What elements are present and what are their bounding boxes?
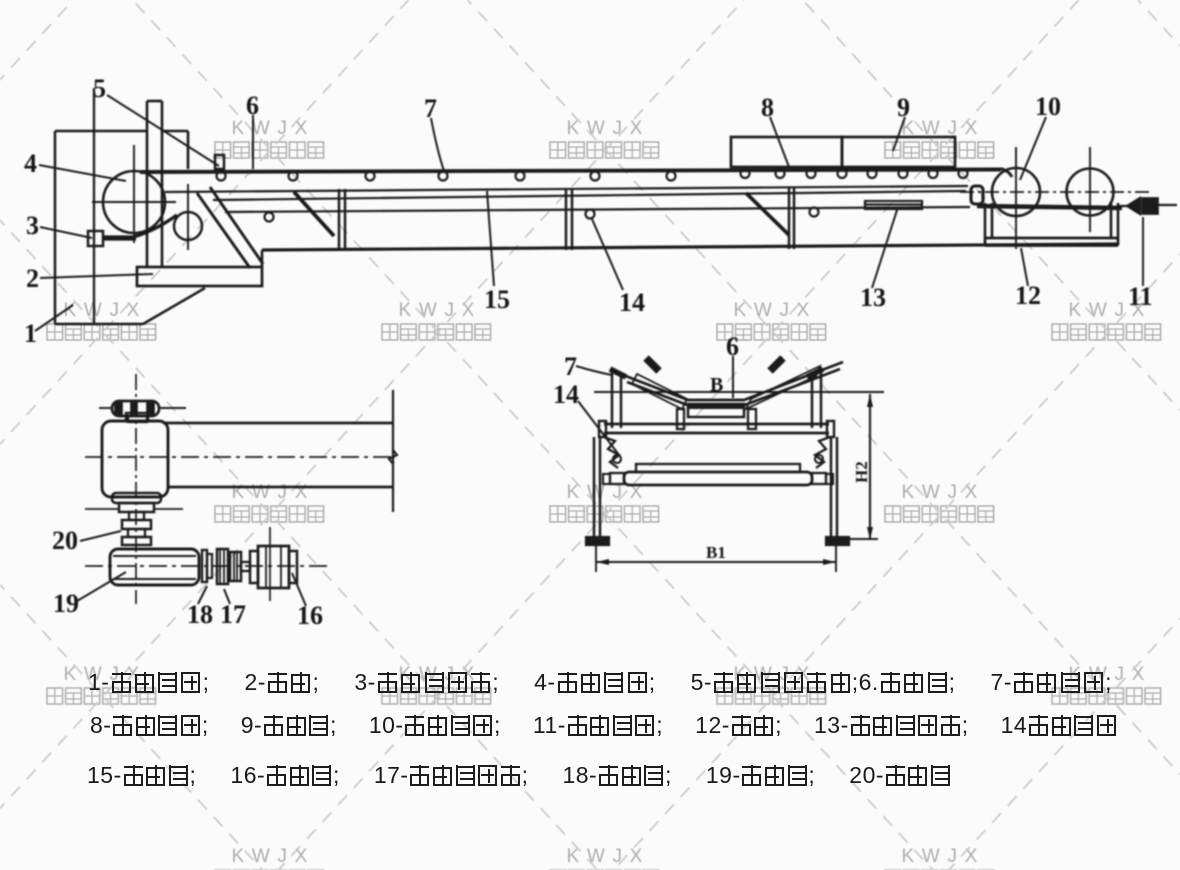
svg-text:3: 3: [26, 211, 39, 240]
svg-text:K W J X: K W J X: [566, 482, 643, 503]
svg-text:6: 6: [246, 91, 259, 120]
svg-text:6: 6: [726, 332, 739, 361]
svg-text:K W J X: K W J X: [901, 846, 978, 867]
svg-text:18: 18: [187, 600, 213, 629]
svg-text:K W J X: K W J X: [733, 300, 810, 321]
svg-text:B1: B1: [706, 543, 726, 562]
svg-text:K W J X: K W J X: [63, 300, 140, 321]
svg-text:20: 20: [52, 526, 78, 555]
svg-text:K W J X: K W J X: [231, 118, 308, 139]
svg-text:1: 1: [24, 319, 37, 348]
svg-text:16: 16: [297, 601, 323, 630]
svg-text:8: 8: [761, 93, 774, 122]
svg-text:K W J X: K W J X: [398, 300, 475, 321]
svg-text:4: 4: [24, 149, 37, 178]
svg-text:H2: H2: [852, 461, 871, 483]
svg-text:K W J X: K W J X: [566, 118, 643, 139]
svg-text:11: 11: [1128, 282, 1153, 311]
svg-text:K W J X: K W J X: [566, 846, 643, 867]
svg-text:K W J X: K W J X: [231, 846, 308, 867]
svg-text:B: B: [710, 374, 723, 396]
svg-text:5: 5: [93, 74, 106, 103]
svg-text:14: 14: [553, 380, 579, 409]
svg-text:K W J X: K W J X: [1068, 300, 1145, 321]
svg-text:14: 14: [619, 288, 645, 317]
svg-text:K W J X: K W J X: [901, 482, 978, 503]
svg-text:2: 2: [26, 264, 39, 293]
svg-text:7: 7: [564, 352, 577, 381]
svg-text:9: 9: [897, 93, 910, 122]
svg-text:7: 7: [424, 94, 437, 123]
svg-text:K W J X: K W J X: [901, 118, 978, 139]
svg-text:15: 15: [484, 285, 510, 314]
svg-text:19: 19: [53, 589, 79, 618]
svg-text:17: 17: [220, 600, 246, 629]
svg-text:10: 10: [1035, 92, 1061, 121]
